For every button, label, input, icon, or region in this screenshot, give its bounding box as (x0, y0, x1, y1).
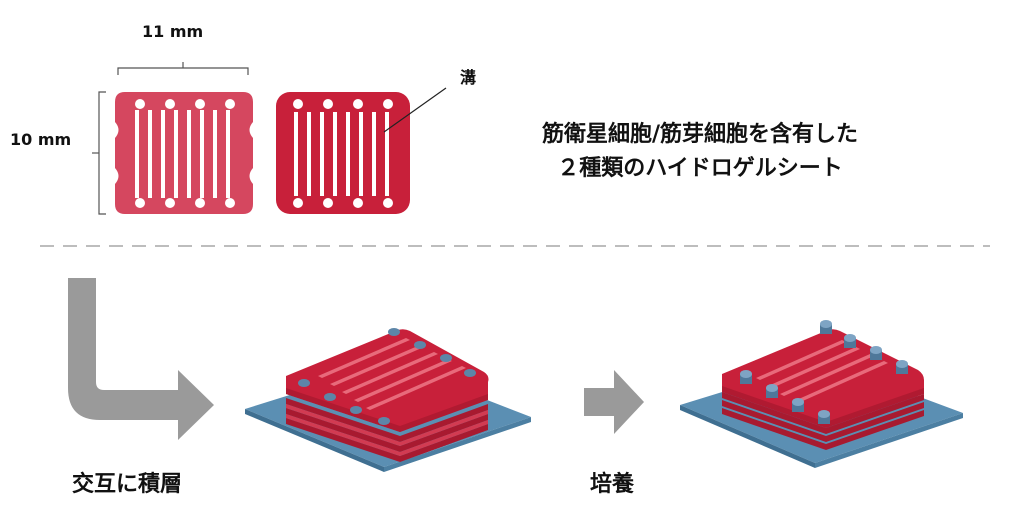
groove-label: 溝 (460, 68, 477, 87)
sheet-description-line-2: ２種類のハイドロゲルシート (557, 156, 843, 181)
hydrogel-sheet-a (115, 92, 253, 214)
groove-leader-line (383, 87, 447, 133)
stacked-sheets-after-culture (680, 320, 963, 468)
width-dimension-label: 11 mm (142, 22, 204, 41)
culture-arrow-icon (584, 370, 644, 434)
step-culture-label: 培養 (590, 472, 635, 497)
step-stack-label: 交互に積層 (72, 472, 183, 497)
height-dimension-label: 10 mm (10, 130, 72, 149)
stacked-sheets-before-culture (245, 328, 531, 472)
hydrogel-sheet-b (276, 92, 410, 214)
sheet-description: 筋衛星細胞/筋芽細胞を含有した ２種類のハイドロゲルシート (470, 118, 930, 186)
stack-arrow-icon (68, 278, 214, 440)
width-dimension-bracket (117, 62, 249, 75)
height-dimension-bracket (92, 91, 106, 215)
sheet-description-line-1: 筋衛星細胞/筋芽細胞を含有した (541, 122, 859, 147)
